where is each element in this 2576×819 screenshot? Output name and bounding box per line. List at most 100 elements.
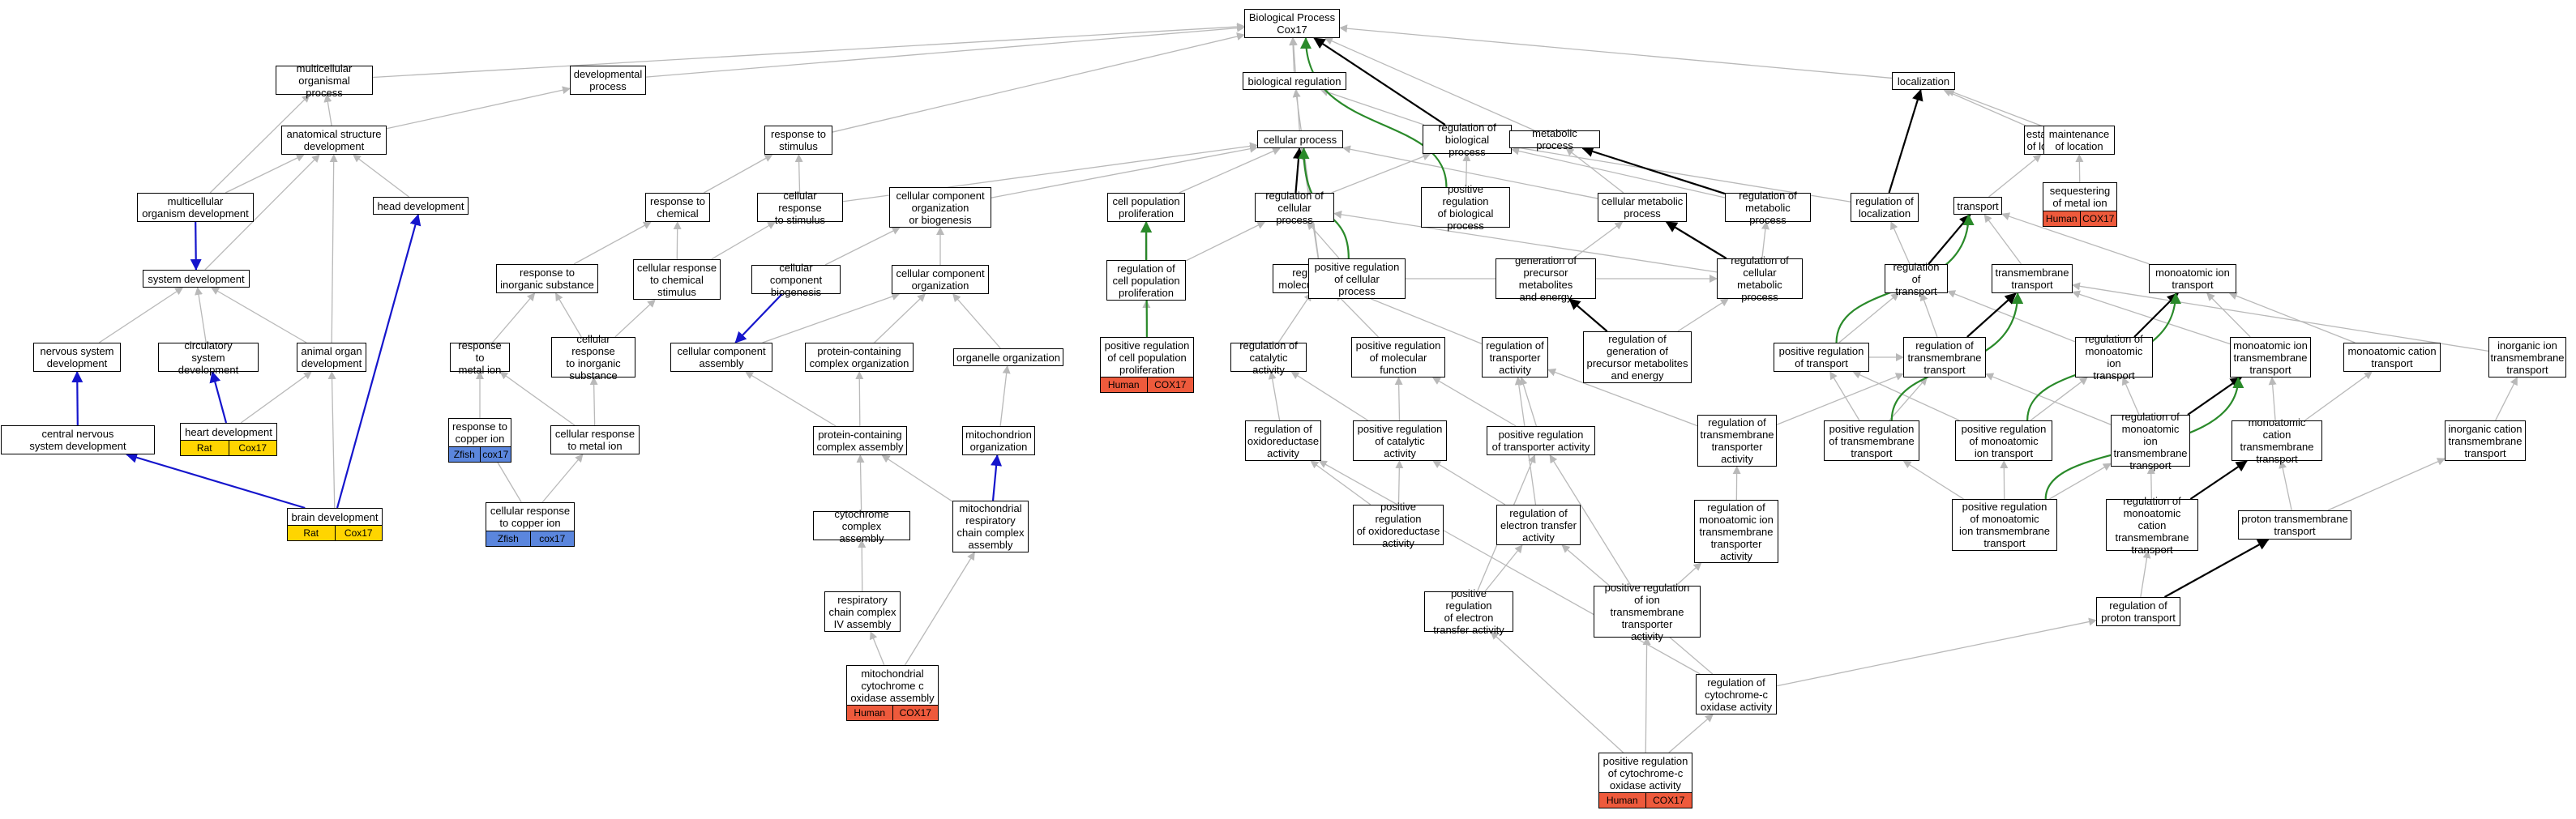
relation-edge — [1313, 37, 1446, 126]
go-term-regca[interactable]: regulation of catalytic activity — [1230, 339, 1307, 376]
relation-edge — [2268, 377, 2277, 421]
go-term-regcmp[interactable]: regulation of cellular metabolic process — [1717, 254, 1803, 303]
go-term-regta[interactable]: regulation of transporter activity — [1482, 337, 1548, 378]
go-term-mcoa[interactable]: mitochondrial cytochrome c oxidase assem… — [846, 665, 939, 706]
go-term-posregcp[interactable]: positive regulation of cellular process — [1308, 258, 1406, 299]
go-term-posregmit[interactable]: positive regulation of monoatomic ion tr… — [1955, 420, 2052, 461]
go-term-cmp[interactable]: cellular metabolic process — [1598, 193, 1687, 222]
go-term-label: protein-containing complex assembly — [816, 429, 904, 453]
go-term-hd[interactable]: heart development — [180, 423, 277, 441]
go-term-mitmt[interactable]: monoatomic ion transmembrane transport — [2230, 337, 2311, 378]
go-term-cpp[interactable]: cell population proliferation — [1107, 193, 1185, 222]
go-term-sysdev[interactable]: system development — [143, 270, 250, 288]
go-term-regbp[interactable]: regulation of biological process — [1423, 122, 1512, 158]
go-term-localization[interactable]: localization — [1892, 72, 1955, 90]
go-term-monotransport[interactable]: monoatomic ion transport — [2149, 264, 2236, 293]
go-term-regcp[interactable]: regulation of cellular process — [1255, 190, 1334, 226]
go-term-genprec[interactable]: generation of precursor metabolites and … — [1496, 254, 1596, 303]
go-term-crchem[interactable]: cellular response to chemical stimulus — [633, 259, 721, 300]
go-term-ccassembly[interactable]: cellular component assembly — [670, 343, 772, 372]
go-term-posregeta[interactable]: positive regulation of electron transfer… — [1424, 587, 1513, 636]
go-term-regpt[interactable]: regulation of proton transport — [2096, 597, 2180, 626]
go-term-maintloc[interactable]: maintenance of location — [2043, 126, 2115, 155]
go-term-rstim[interactable]: response to stimulus — [764, 126, 832, 155]
go-term-regeta[interactable]: regulation of electron transfer activity — [1496, 505, 1581, 545]
go-term-posregmf[interactable]: positive regulation of molecular functio… — [1351, 337, 1445, 378]
go-term-posregbp[interactable]: positive regulation of biological proces… — [1421, 183, 1510, 232]
go-term-ptt[interactable]: proton transmembrane transport — [2238, 510, 2351, 540]
go-term-posregcoa[interactable]: positive regulation of cytochrome-c oxid… — [1598, 753, 1692, 793]
go-term-crinorg[interactable]: cellular response to inorganic substance — [551, 333, 635, 382]
relation-edge — [211, 287, 307, 343]
go-term-mod[interactable]: multicellular organism development — [137, 193, 254, 222]
go-term-label: regulation of biological process — [1438, 121, 1496, 158]
go-term-mct[interactable]: monoatomic cation transport — [2343, 343, 2441, 372]
go-term-mitorg[interactable]: mitochondrion organization — [962, 426, 1035, 455]
go-term-regtta[interactable]: regulation of transmembrane transporter … — [1697, 415, 1777, 467]
go-term-biolreg[interactable]: biological regulation — [1243, 72, 1346, 90]
go-term-regcpp[interactable]: regulation of cell population proliferat… — [1106, 260, 1186, 301]
go-term-rcopper[interactable]: response to copper ion — [448, 418, 511, 447]
go-term-posregoa[interactable]: positive regulation of oxidoreductase ac… — [1353, 501, 1444, 549]
go-term-braindev[interactable]: brain development — [287, 508, 383, 526]
go-term-pcco[interactable]: protein-containing complex organization — [805, 343, 914, 372]
go-term-regmitta[interactable]: regulation of monoatomic ion transmembra… — [1694, 500, 1778, 563]
go-term-rcc4[interactable]: respiratory chain complex IV assembly — [824, 591, 901, 632]
go-term-cnsd[interactable]: central nervous system development — [1, 425, 155, 454]
go-term-crstim[interactable]: cellular response to stimulus — [757, 190, 843, 226]
species-label: Human — [1101, 378, 1148, 392]
go-term-ictmt[interactable]: inorganic cation transmembrane transport — [2445, 420, 2526, 461]
go-term-crmetal[interactable]: cellular response to metal ion — [550, 425, 640, 454]
go-term-mrcca[interactable]: mitochondrial respiratory chain complex … — [952, 501, 1029, 552]
go-term-regmctmt[interactable]: regulation of monoatomic cation transmem… — [2106, 495, 2198, 556]
go-term-regcoa[interactable]: regulation of cytochrome-c oxidase activ… — [1696, 674, 1777, 714]
go-term-regoa[interactable]: regulation of oxidoreductase activity — [1245, 420, 1321, 461]
go-term-posregta[interactable]: positive regulation of transporter activ… — [1487, 426, 1595, 455]
go-term-crcopper[interactable]: cellular response to copper ion — [486, 502, 575, 531]
go-term-posregitta[interactable]: positive regulation of ion transmembrane… — [1594, 582, 1701, 642]
go-term-label: positive regulation of cellular process — [1314, 260, 1400, 297]
relation-edge — [372, 22, 1245, 79]
go-term-iict[interactable]: inorganic ion transmembrane transport — [2488, 337, 2566, 378]
go-term-ccob[interactable]: cellular component organization or bioge… — [889, 187, 991, 228]
go-term-mctmt[interactable]: monoatomic cation transmembrane transpor… — [2232, 416, 2322, 465]
go-term-rinorg[interactable]: response to inorganic substance — [496, 264, 598, 293]
relation-edge — [673, 221, 682, 260]
go-term-regmit[interactable]: regulation of monoatomic ion transport — [2075, 333, 2153, 382]
relation-edge — [1947, 290, 2076, 343]
go-term-label: proton transmembrane transport — [2241, 513, 2348, 537]
go-term-posregmitmt[interactable]: positive regulation of monoatomic ion tr… — [1952, 499, 2057, 551]
go-term-metproc[interactable]: metabolic process — [1509, 127, 1600, 151]
go-term-ccorg[interactable]: cellular component organization — [892, 265, 989, 294]
go-term-csd[interactable]: circulatory system development — [158, 339, 259, 376]
go-term-ccbio[interactable]: cellular component biogenesis — [751, 262, 841, 298]
go-term-bp[interactable]: Biological Process Cox17 — [1244, 9, 1340, 38]
relation-edge — [589, 377, 598, 426]
go-term-regtmt[interactable]: regulation of transmembrane transport — [1903, 337, 1986, 378]
go-term-aod[interactable]: animal organ development — [297, 343, 366, 372]
go-term-posregtransport[interactable]: positive regulation of transport — [1774, 343, 1869, 372]
go-term-reggen[interactable]: regulation of generation of precursor me… — [1583, 331, 1692, 383]
go-term-regtransport[interactable]: regulation of transport — [1885, 261, 1948, 297]
go-term-posregcpp[interactable]: positive regulation of cell population p… — [1100, 337, 1194, 378]
go-term-posregca[interactable]: positive regulation of catalytic activit… — [1353, 420, 1447, 461]
go-term-rmetal[interactable]: response to metal ion — [450, 339, 510, 376]
go-term-posregtmt[interactable]: positive regulation of transmembrane tra… — [1824, 420, 1919, 461]
go-term-pcca[interactable]: protein-containing complex assembly — [813, 426, 907, 455]
go-term-seqmi[interactable]: sequestering of metal ion — [2043, 182, 2117, 211]
go-term-rchem[interactable]: response to chemical — [645, 193, 710, 222]
go-term-regmp[interactable]: regulation of metabolic process — [1725, 190, 1811, 226]
go-term-asd[interactable]: anatomical structure development — [281, 126, 387, 155]
go-term-tmtransport[interactable]: transmembrane transport — [1992, 264, 2073, 293]
go-term-regloc[interactable]: regulation of localization — [1851, 193, 1919, 222]
go-term-regmitmt[interactable]: regulation of monoatomic ion transmembra… — [2111, 411, 2190, 471]
go-term-devp[interactable]: developmental process — [570, 66, 646, 95]
relation-edge — [323, 94, 332, 126]
go-term-mop[interactable]: multicellular organismal process — [276, 62, 373, 99]
go-term-ccca[interactable]: cytochrome complex assembly — [813, 508, 910, 544]
go-term-orgorg[interactable]: organelle organization — [953, 348, 1063, 366]
go-term-cellproc[interactable]: cellular process — [1257, 130, 1343, 148]
go-term-headdev[interactable]: head development — [373, 197, 469, 215]
go-term-transport[interactable]: transport — [1953, 197, 2002, 215]
go-term-nsd[interactable]: nervous system development — [33, 343, 121, 372]
